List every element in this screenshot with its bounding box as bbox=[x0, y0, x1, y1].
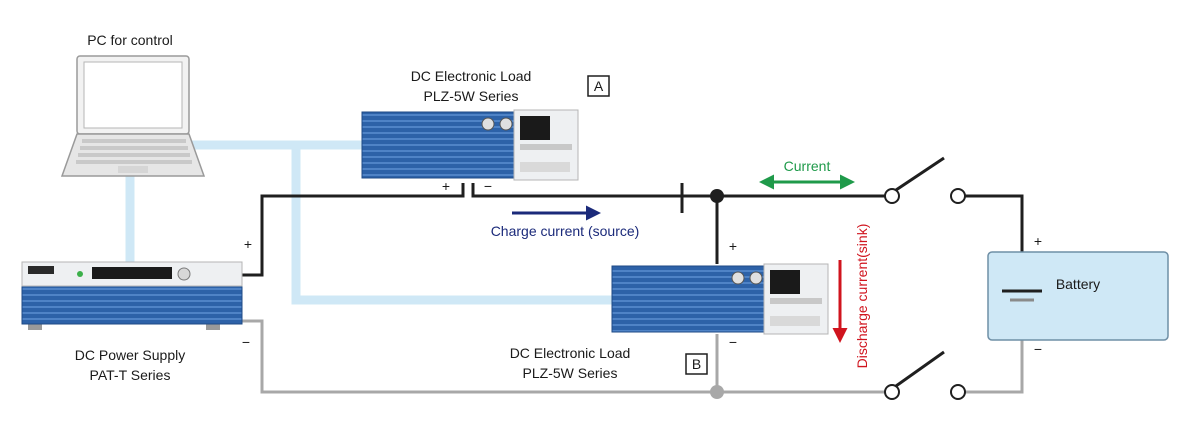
psu-plus-symbol: + bbox=[244, 236, 252, 252]
load-a-tag-box bbox=[587, 75, 610, 97]
load-b-tag: B bbox=[692, 356, 701, 372]
battery-minus-symbol: − bbox=[1034, 341, 1042, 357]
load-a-label-line1: DC Electronic Load bbox=[411, 68, 532, 84]
switch-top-contact-right bbox=[950, 188, 966, 204]
battery-block bbox=[987, 251, 1169, 341]
junction-bottom bbox=[710, 385, 724, 399]
load-b-plus-symbol: + bbox=[729, 238, 737, 254]
switch-bottom-contact-left bbox=[884, 384, 900, 400]
wire-psu-neg bbox=[242, 319, 892, 394]
wire-battery-pos bbox=[958, 194, 1024, 252]
load-a-display bbox=[520, 116, 550, 140]
load-a-tag: A bbox=[594, 78, 604, 94]
laptop-icon bbox=[60, 55, 206, 177]
current-label: Current bbox=[784, 158, 831, 174]
switch-bottom-contact-right bbox=[950, 384, 966, 400]
psu-label-line1: DC Power Supply bbox=[75, 347, 186, 363]
pc-label: PC for control bbox=[87, 32, 173, 48]
load-a-minus-symbol: − bbox=[484, 178, 492, 194]
load-a-knob-icon bbox=[481, 117, 495, 131]
brand-logo bbox=[28, 266, 54, 274]
psu-display bbox=[92, 267, 172, 279]
load-a-plus-symbol: + bbox=[442, 178, 450, 194]
psu-minus-symbol: − bbox=[242, 334, 250, 350]
load-b-unit bbox=[611, 263, 829, 335]
discharge-label: Discharge current(sink) bbox=[854, 224, 870, 369]
load-b-label-line2: PLZ-5W Series bbox=[523, 365, 618, 381]
switch-bottom[interactable] bbox=[884, 350, 966, 400]
load-b-tag-box bbox=[685, 353, 708, 375]
load-b-knob2-icon bbox=[749, 271, 763, 285]
power-supply-unit bbox=[21, 261, 243, 330]
battery-box bbox=[987, 251, 1169, 341]
switch-top-contact-left bbox=[884, 188, 900, 204]
battery-label: Battery bbox=[1056, 276, 1100, 292]
psu-knob-icon bbox=[177, 267, 191, 281]
load-b-minus-symbol: − bbox=[729, 334, 737, 350]
load-a-knob2-icon bbox=[499, 117, 513, 131]
load-b-label-line1: DC Electronic Load bbox=[510, 345, 631, 361]
load-b-knob-icon bbox=[731, 271, 745, 285]
load-b-display bbox=[770, 270, 800, 294]
switch-top-lever bbox=[895, 156, 945, 192]
psu-power-indicator bbox=[77, 271, 83, 277]
switch-bottom-lever bbox=[895, 350, 945, 388]
switch-top[interactable] bbox=[884, 156, 966, 204]
junction-top bbox=[710, 189, 724, 203]
psu-label-line2: PAT-T Series bbox=[90, 367, 171, 383]
load-a-label-line2: PLZ-5W Series bbox=[424, 88, 519, 104]
load-a-unit bbox=[361, 109, 579, 181]
charge-label: Charge current (source) bbox=[491, 223, 640, 239]
battery-plus-symbol: + bbox=[1034, 233, 1042, 249]
wire-psu-pos bbox=[242, 183, 465, 277]
wire-load-a-neg bbox=[471, 183, 682, 198]
